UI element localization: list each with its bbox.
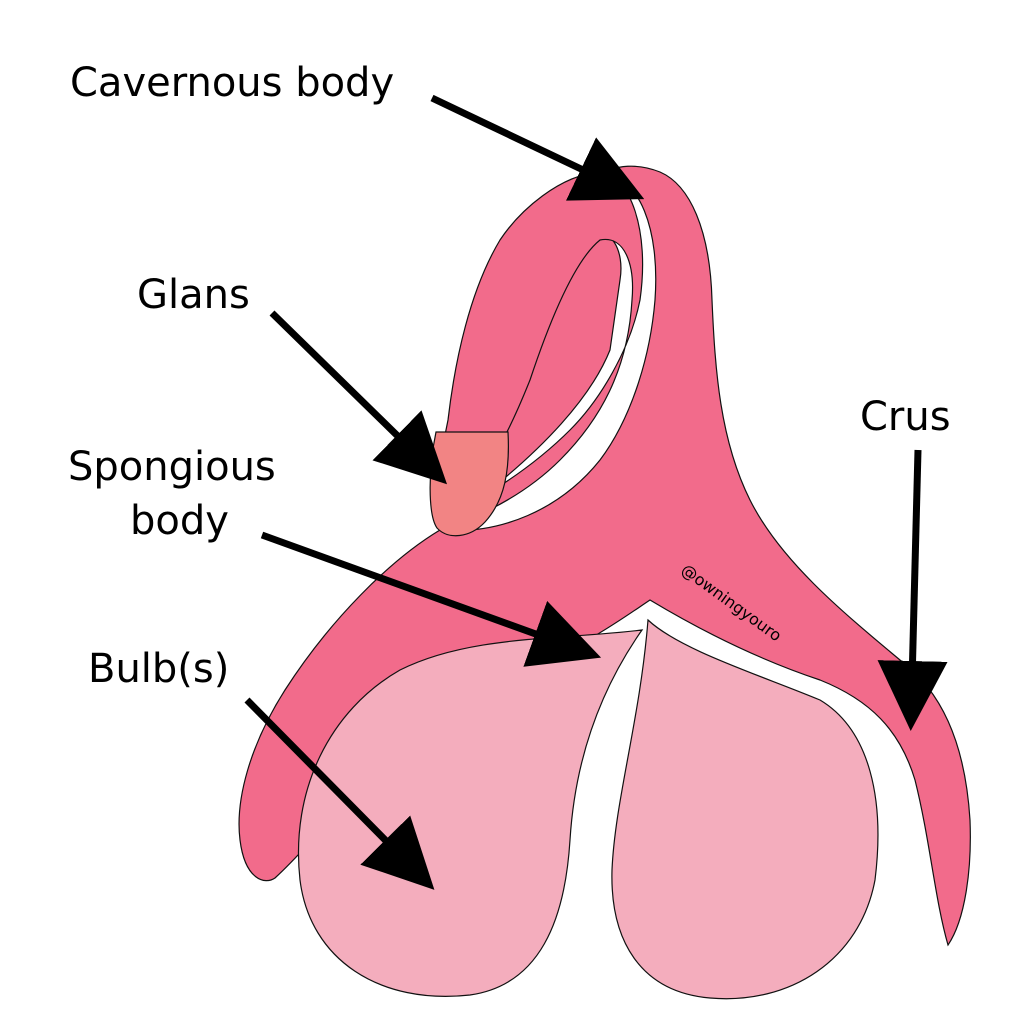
right-bulb-shape [611,618,879,1000]
label-spongious: Spongious [68,444,276,490]
arrow-bulbs [244,697,435,890]
arrow-glans [269,310,448,485]
label-bulbs: Bulb(s) [88,646,229,692]
arrow-crus [877,449,948,731]
label-crus: Crus [860,394,951,440]
arrow-cavernous-body [430,94,645,201]
label-glans: Glans [137,272,250,318]
glans-shape [429,431,509,537]
label-cavernous-body: Cavernous body [70,60,394,106]
label-spongious-body: body [130,498,229,544]
left-bulb-shape [297,629,644,997]
arrow-spongious-body [260,531,602,667]
